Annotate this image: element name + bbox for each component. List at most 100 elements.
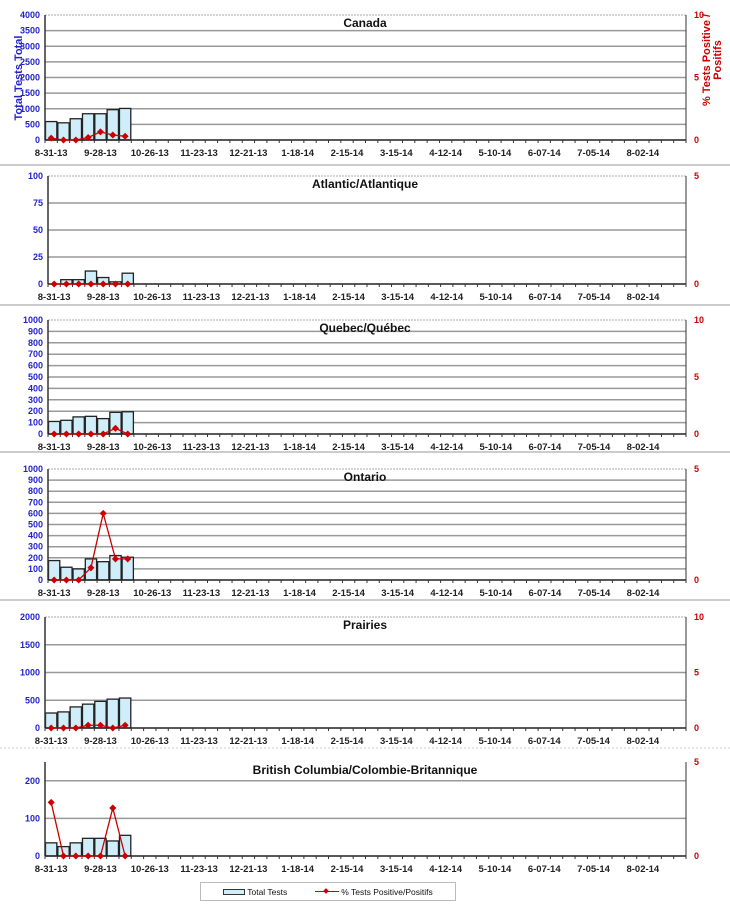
y2-tick-label: 5: [694, 372, 699, 382]
point-pct-positive: [99, 430, 107, 438]
x-tick-label: 12-21-13: [231, 442, 269, 453]
y-tick-label: 1500: [20, 640, 40, 650]
y2-tick-label: 0: [694, 135, 699, 145]
point-pct-positive: [72, 852, 80, 860]
x-tick-label: 6-07-14: [528, 736, 561, 747]
point-pct-positive: [124, 555, 132, 563]
y-tick-label: 100: [28, 564, 43, 574]
point-pct-positive: [124, 430, 132, 438]
y-tick-label: 4000: [20, 10, 40, 20]
x-tick-label: 2-15-14: [331, 148, 364, 159]
y2-tick-label: 5: [694, 73, 699, 83]
bar-total-tests: [106, 698, 120, 729]
point-pct-positive: [111, 555, 120, 563]
x-tick-label: 1-18-14: [283, 292, 316, 303]
legend-label-total-tests: Total Tests: [247, 886, 288, 897]
y-tick-label: 2000: [20, 612, 40, 622]
panel-title: Atlantic/Atlantique: [312, 177, 418, 191]
x-tick-label: 8-31-13: [35, 864, 68, 875]
y-tick-label: 3500: [20, 26, 40, 36]
point-pct-positive: [75, 430, 83, 438]
point-pct-positive: [72, 724, 80, 732]
y-tick-label: 500: [25, 119, 40, 129]
right-axis-title-cont: Positifs: [712, 40, 724, 80]
y2-tick-label: 0: [694, 429, 699, 439]
y-tick-label: 300: [28, 542, 43, 552]
y-tick-label: 1000: [23, 315, 43, 325]
y-tick-label: 100: [25, 813, 40, 823]
x-tick-label: 10-26-13: [131, 864, 169, 875]
y-tick-label: 600: [28, 508, 43, 518]
x-tick-label: 5-10-14: [479, 588, 512, 599]
x-tick-label: 12-21-13: [231, 292, 269, 303]
y-tick-label: 400: [28, 383, 43, 393]
x-tick-label: 11-23-13: [180, 148, 218, 159]
point-pct-positive: [84, 852, 92, 860]
y-tick-label: 0: [38, 575, 43, 585]
x-tick-label: 3-15-14: [381, 442, 414, 453]
x-tick-label: 6-07-14: [528, 864, 561, 875]
x-tick-label: 4-12-14: [429, 148, 462, 159]
x-tick-label: 11-23-13: [180, 736, 218, 747]
x-tick-label: 10-26-13: [133, 442, 171, 453]
point-pct-positive: [50, 576, 58, 584]
x-tick-label: 12-21-13: [229, 736, 267, 747]
y2-tick-label: 5: [694, 464, 699, 474]
y2-tick-label: 10: [694, 10, 704, 20]
x-tick-label: 9-28-13: [87, 588, 120, 599]
y2-tick-label: 10: [694, 315, 704, 325]
x-tick-label: 11-23-13: [180, 864, 218, 875]
y-tick-label: 0: [38, 429, 43, 439]
x-tick-label: 3-15-14: [380, 148, 413, 159]
point-pct-positive: [121, 852, 129, 860]
legend-item-pct-positive: % Tests Positive/Positifs: [315, 887, 433, 897]
point-pct-positive: [109, 131, 117, 139]
legend-label-pct-positive: % Tests Positive/Positifs: [341, 886, 433, 897]
y-tick-label: 25: [33, 252, 43, 262]
x-tick-label: 7-05-14: [577, 736, 610, 747]
y-tick-label: 100: [28, 171, 43, 181]
point-pct-positive: [96, 128, 105, 136]
point-pct-positive: [84, 721, 92, 729]
x-tick-label: 9-28-13: [87, 292, 120, 303]
bar-total-tests: [94, 113, 107, 141]
point-pct-positive: [111, 424, 120, 432]
y2-tick-label: 5: [694, 757, 699, 767]
y2-tick-label: 0: [694, 575, 699, 585]
y-tick-label: 0: [35, 723, 40, 733]
x-tick-label: 5-10-14: [479, 442, 512, 453]
point-pct-positive: [75, 280, 83, 288]
point-pct-positive: [62, 576, 70, 584]
point-pct-positive: [87, 430, 95, 438]
y-tick-label: 1500: [20, 88, 40, 98]
y-tick-label: 700: [28, 497, 43, 507]
x-tick-label: 5-10-14: [479, 292, 512, 303]
x-tick-label: 11-23-13: [183, 292, 221, 303]
point-pct-positive: [47, 724, 55, 732]
legend: Total Tests % Tests Positive/Positifs: [200, 882, 456, 901]
x-tick-label: 6-07-14: [529, 442, 562, 453]
x-tick-label: 10-26-13: [133, 588, 171, 599]
y-tick-label: 0: [35, 135, 40, 145]
y-tick-label: 500: [28, 520, 43, 530]
y-tick-label: 300: [28, 395, 43, 405]
x-tick-label: 8-02-14: [627, 292, 660, 303]
point-pct-positive: [84, 133, 92, 142]
x-tick-label: 3-15-14: [380, 736, 413, 747]
x-tick-label: 9-28-13: [84, 864, 117, 875]
y-tick-label: 800: [28, 338, 43, 348]
x-tick-label: 8-02-14: [627, 442, 660, 453]
y2-tick-label: 0: [694, 279, 699, 289]
x-tick-label: 10-26-13: [131, 736, 169, 747]
point-pct-positive: [96, 721, 105, 729]
x-tick-label: 2-15-14: [332, 588, 365, 599]
x-tick-label: 1-18-14: [283, 588, 316, 599]
x-tick-label: 2-15-14: [331, 864, 364, 875]
x-tick-label: 5-10-14: [479, 148, 512, 159]
x-tick-label: 7-05-14: [577, 864, 610, 875]
x-tick-label: 5-10-14: [479, 864, 512, 875]
point-pct-positive: [62, 280, 70, 288]
x-tick-label: 4-12-14: [429, 736, 462, 747]
x-tick-label: 7-05-14: [577, 148, 610, 159]
